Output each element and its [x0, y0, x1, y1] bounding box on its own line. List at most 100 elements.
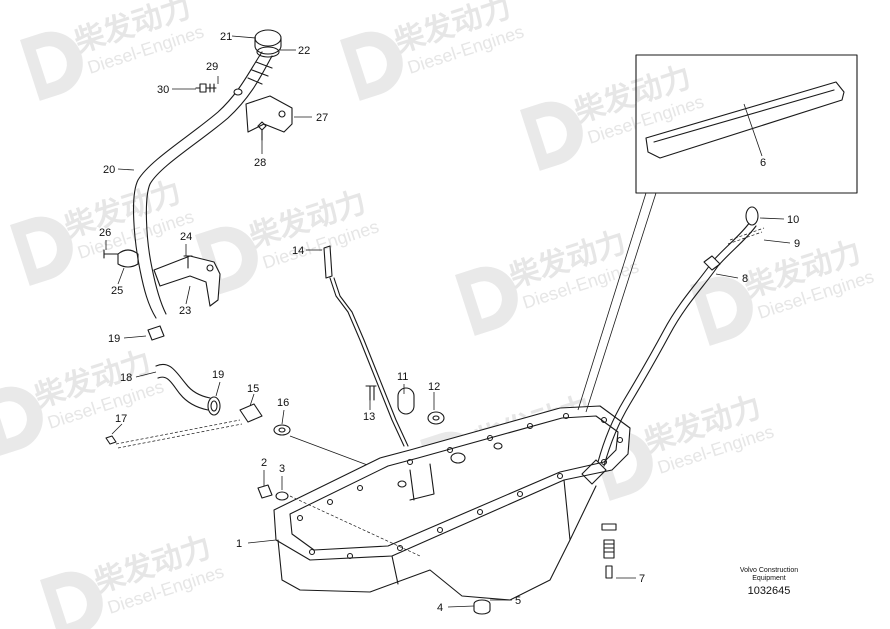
callout-6: 6 — [760, 157, 766, 169]
bolt-30-head — [199, 83, 207, 93]
filler-bracket — [245, 95, 293, 133]
callout-20: 20 — [103, 164, 115, 176]
callout-21: 21 — [220, 31, 232, 43]
watermark-logo-icon — [520, 101, 583, 171]
oil-filler-tube — [132, 51, 273, 319]
tube-boss — [233, 88, 243, 96]
bracket-hole-icon — [206, 264, 214, 272]
leader-19a — [123, 335, 147, 339]
callout-3: 3 — [279, 463, 285, 475]
filler-neck-ribs — [247, 61, 273, 85]
leader-10 — [759, 217, 785, 220]
assembly-guide-line — [289, 435, 371, 467]
oil-level-sensor-assembly — [597, 206, 765, 579]
callout-14: 14 — [292, 245, 304, 257]
inset-pointer-right — [585, 192, 657, 413]
callout-11: 11 — [397, 371, 408, 383]
oil-filler-assembly — [132, 29, 293, 319]
callout-8: 8 — [742, 273, 748, 285]
grommet-11 — [397, 387, 415, 415]
dipstick-assembly — [323, 245, 409, 447]
dipstick-rod-edge — [333, 277, 409, 447]
cable-tie-9b — [729, 227, 765, 241]
oil-pan-wall — [391, 479, 571, 585]
watermark-logo-icon — [690, 276, 753, 346]
leader-15 — [249, 393, 255, 407]
callout-12: 12 — [428, 381, 440, 393]
watermark-logo-icon — [20, 31, 83, 101]
oil-hose — [155, 364, 211, 411]
callout-24: 24 — [180, 231, 192, 243]
sensor-seal — [601, 523, 617, 531]
bolt-24 — [183, 255, 193, 269]
cable-tie-9 — [727, 231, 763, 245]
watermark-tile: 柴发动力 Diesel-Engines — [40, 530, 226, 629]
watermark-tile: 柴发动力 Diesel-Engines — [520, 60, 706, 171]
filler-cap-seal — [256, 46, 280, 58]
tube-clamp — [117, 249, 139, 268]
bolt-7-threads — [603, 543, 615, 553]
bolt-17-head — [105, 435, 117, 445]
callout-15: 15 — [247, 383, 259, 395]
watermark-tile: 柴发动力 Diesel-Engines — [690, 235, 876, 346]
oil-pan-flange — [273, 405, 631, 561]
callout-17: 17 — [115, 413, 127, 425]
sealing-washer-12 — [427, 411, 445, 425]
drain-plug — [473, 599, 491, 615]
watermark-tile: 柴发动力 Diesel-Engines — [455, 225, 641, 336]
callout-16: 16 — [277, 397, 289, 409]
leader-18 — [135, 371, 157, 378]
callout-2: 2 — [261, 457, 267, 469]
leader-25 — [117, 267, 125, 285]
drain-hose-assembly — [105, 325, 371, 467]
callout-7: 7 — [639, 573, 645, 585]
callout-29: 29 — [206, 61, 218, 73]
callout-19-lower: 19 — [212, 369, 224, 381]
callout-4: 4 — [437, 602, 443, 614]
callout-28: 28 — [254, 157, 266, 169]
callout-27: 27 — [316, 112, 328, 124]
leader-1 — [247, 539, 277, 544]
gasket-detail-inset — [577, 54, 858, 413]
leader-23 — [185, 285, 191, 305]
washer-3 — [275, 491, 289, 501]
plug-hidden-path — [289, 495, 421, 557]
oil-pan-baffle — [409, 463, 435, 501]
callout-leaders — [105, 35, 791, 608]
callout-22: 22 — [298, 45, 310, 57]
pan-port — [493, 442, 503, 450]
mount-hardware — [365, 385, 445, 425]
washer-hole — [278, 427, 286, 433]
watermark-tile: 柴发动力 Diesel-Engines — [340, 0, 526, 101]
filler-cap — [254, 29, 282, 47]
leader-21 — [231, 35, 257, 39]
hose-adapter — [239, 403, 263, 423]
watermark-tile: 柴发动力 Diesel-Engines — [195, 185, 381, 296]
oil-pan — [273, 405, 631, 615]
callout-13: 13 — [363, 411, 375, 423]
leader-19b — [215, 381, 221, 397]
watermark-tile: 柴发动力 Diesel-Engines — [20, 0, 206, 101]
bracket-hole-icon — [278, 110, 286, 118]
washer-hole — [432, 415, 440, 421]
callout-26: 26 — [99, 227, 111, 239]
callout-5: 5 — [515, 595, 521, 607]
tube-support-bracket — [153, 255, 221, 307]
callout-23: 23 — [179, 305, 191, 317]
watermark-logo-icon — [10, 216, 73, 286]
publisher-line-1: Volvo Construction — [740, 567, 798, 574]
leader-6 — [743, 103, 763, 157]
side-plug-hardware — [257, 484, 289, 501]
dipstick-handle — [323, 245, 333, 279]
callout-9: 9 — [794, 238, 800, 250]
cable-grommet — [703, 255, 721, 271]
watermark-logo-icon — [0, 386, 43, 456]
callout-25: 25 — [111, 285, 123, 297]
plug-2 — [257, 484, 273, 499]
bolt-7 — [603, 539, 615, 579]
flange-bolt-holes — [296, 412, 624, 560]
callout-1: 1 — [236, 538, 242, 550]
bolt-26 — [103, 249, 119, 259]
publisher-line-2: Equipment — [752, 575, 786, 582]
